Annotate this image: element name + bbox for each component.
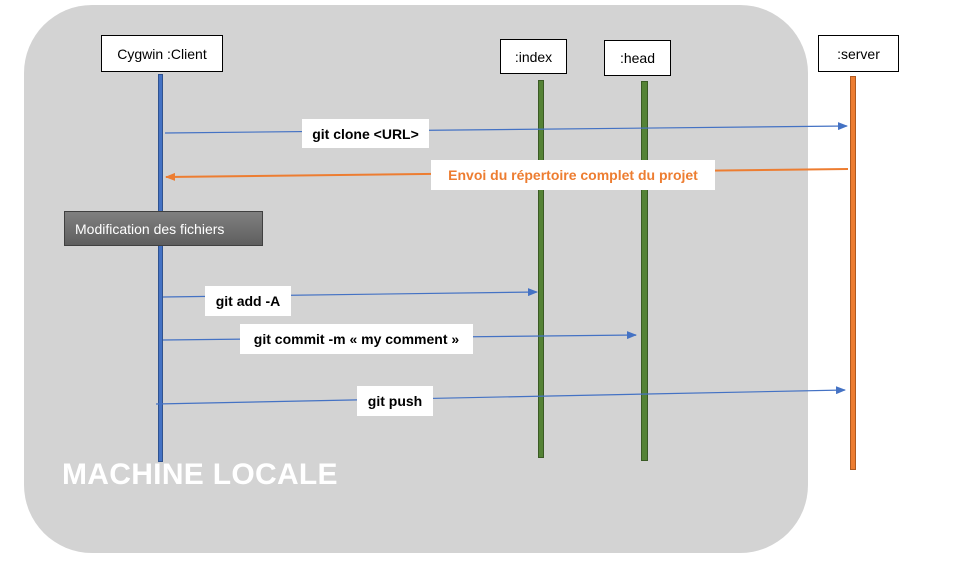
actor-client: Cygwin :Client: [101, 35, 223, 72]
message-git-add: git add -A: [205, 286, 291, 316]
local-machine-region: [24, 5, 808, 553]
lifeline-client: [158, 74, 163, 462]
local-machine-label: MACHINE LOCALE: [62, 458, 338, 491]
lifeline-server: [850, 76, 856, 470]
arrow-git-clone: [164, 122, 848, 134]
lifeline-index: [538, 80, 544, 458]
message-envoi-repertoire: Envoi du répertoire complet du projet: [431, 160, 715, 190]
actor-server: :server: [818, 35, 899, 72]
actor-index: :index: [500, 39, 567, 74]
arrow-git-push: [155, 386, 846, 405]
message-git-push: git push: [357, 386, 433, 416]
actor-head: :head: [604, 40, 671, 76]
message-git-commit: git commit -m « my comment »: [240, 324, 473, 354]
activity-modification-fichiers: Modification des fichiers: [64, 211, 263, 246]
lifeline-head: [641, 81, 648, 461]
message-git-clone: git clone <URL>: [302, 119, 429, 148]
